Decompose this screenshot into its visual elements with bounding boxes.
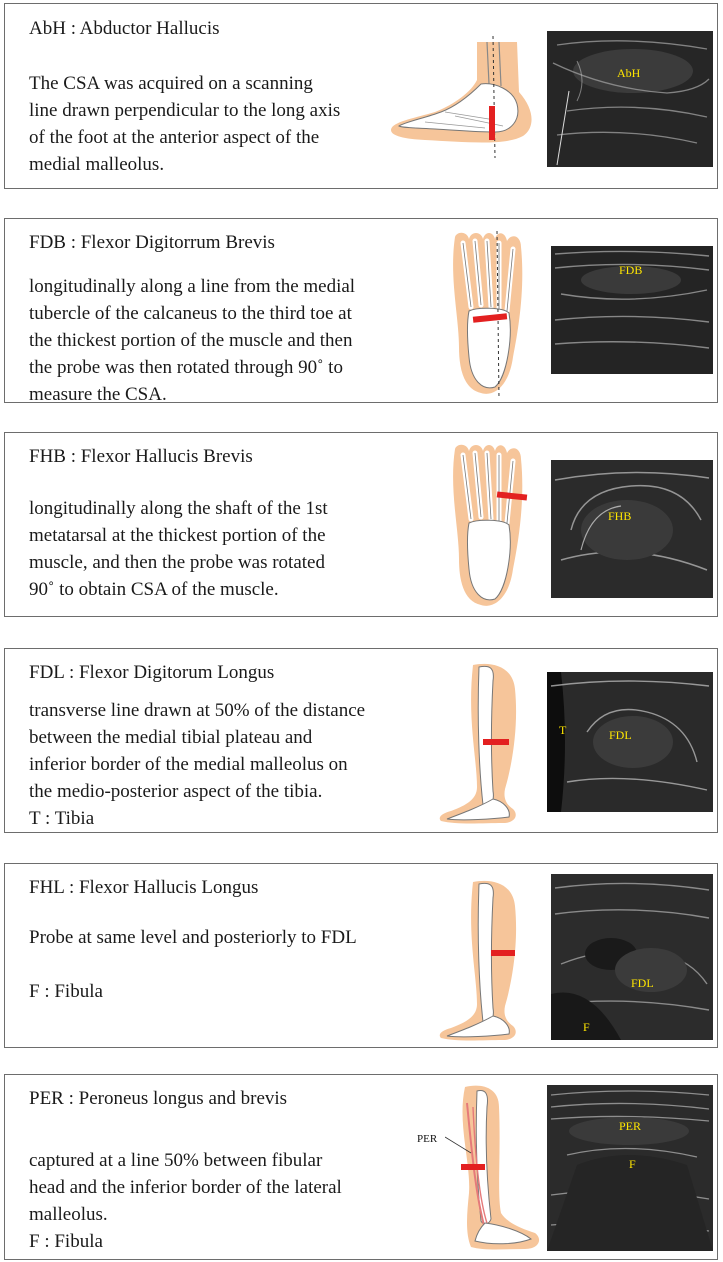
section-fdl: FDL : Flexor Digitorum Longus transverse… [4, 648, 718, 833]
section-title: FHL : Flexor Hallucis Longus [29, 877, 259, 898]
section-description: captured at a line 50% between fibular h… [29, 1150, 342, 1252]
ultrasound-image: PER F [547, 1085, 713, 1251]
ultrasound-image: FHB [551, 460, 713, 598]
ultrasound-label: FDL [631, 976, 654, 990]
lower-leg-lateral-icon [445, 1085, 540, 1250]
lower-leg-medial-icon [439, 663, 517, 824]
ultrasound-label: F [583, 1020, 590, 1034]
ultrasound-label: AbH [617, 66, 641, 80]
section-title: PER : Peroneus longus and brevis [29, 1088, 288, 1109]
section-fhl: FHL : Flexor Hallucis Longus Probe at sa… [4, 863, 718, 1048]
foot-sole-view-icon [453, 444, 528, 606]
ultrasound-label: T [559, 723, 567, 737]
foot-sole-view-icon [453, 230, 523, 399]
lower-leg-medial-icon [439, 880, 517, 1041]
ultrasound-label: PER [619, 1119, 642, 1133]
section-fhb: FHB : Flexor Hallucis Brevis longitudina… [4, 432, 718, 617]
section-description: longitudinally along a line from the med… [29, 276, 356, 405]
foot-side-view-icon [391, 35, 532, 159]
ultrasound-image: FDB [551, 246, 713, 374]
section-description: longitudinally along the shaft of the 1s… [29, 498, 328, 600]
ultrasound-image: AbH [547, 31, 713, 167]
ultrasound-label: F [629, 1157, 636, 1171]
section-description: transverse line drawn at 50% of the dist… [29, 700, 366, 829]
section-title: AbH : Abductor Hallucis [29, 18, 220, 39]
ultrasound-label: FDL [609, 728, 632, 742]
section-title: FHB : Flexor Hallucis Brevis [29, 446, 253, 467]
ultrasound-label: FDB [619, 263, 643, 277]
ultrasound-label: FHB [608, 509, 632, 523]
section-description: Probe at same level and posteriorly to F… [29, 927, 357, 1002]
section-abh: AbH : Abductor Hallucis The CSA was acqu… [4, 3, 718, 189]
section-description: The CSA was acquired on a scanning line … [29, 73, 341, 175]
ultrasound-image: T FDL [547, 672, 713, 812]
section-title: FDB : Flexor Digitorrum Brevis [29, 232, 275, 253]
section-fdb: FDB : Flexor Digitorrum Brevis longitudi… [4, 218, 718, 405]
section-per: PER : Peroneus longus and brevis capture… [4, 1074, 718, 1260]
ultrasound-image: FDL F [551, 874, 713, 1040]
illustration-label: PER [417, 1133, 438, 1145]
section-title: FDL : Flexor Digitorum Longus [29, 662, 275, 683]
